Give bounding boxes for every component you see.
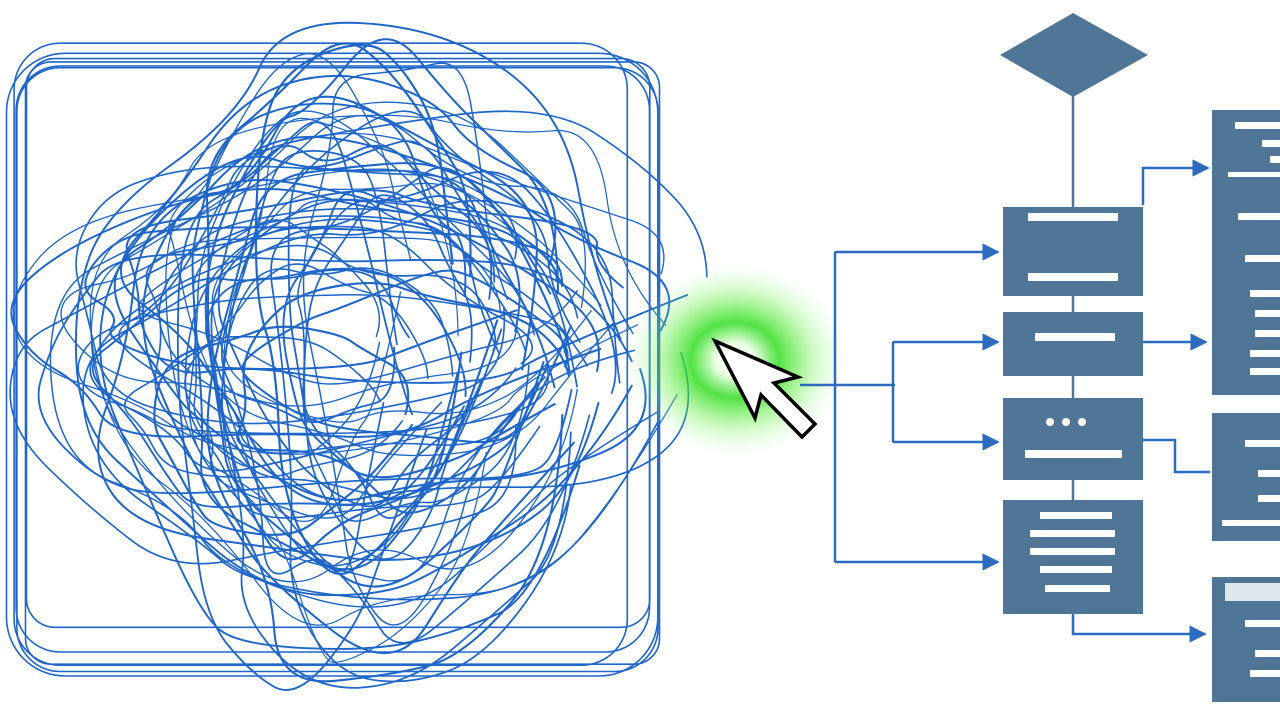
flowchart-box-3 <box>1003 398 1143 480</box>
scribble-stroke <box>84 226 564 371</box>
scribble-stroke <box>145 218 546 500</box>
flowchart-side-panel-3 <box>1212 577 1280 702</box>
flowchart-box-1 <box>1003 207 1143 296</box>
scribble-stroke <box>113 135 671 502</box>
scribble-stroke <box>49 115 659 608</box>
scribble-stroke <box>287 140 503 519</box>
tangled-scribble-lines <box>5 21 708 691</box>
scribble-stroke <box>204 38 559 588</box>
scribble-stroke <box>302 62 516 626</box>
scribble-stroke <box>206 162 571 683</box>
scribble-stroke <box>90 101 587 583</box>
scribble-stroke <box>303 194 474 560</box>
scribble-stroke <box>60 236 518 407</box>
scribble-stroke <box>75 165 518 425</box>
flowchart-box-2 <box>1003 312 1143 376</box>
scribble-stroke <box>184 263 443 519</box>
scribble-stroke <box>9 215 589 565</box>
scribble-stroke <box>118 110 708 501</box>
scribble-stroke <box>74 21 633 597</box>
scribble-stroke <box>99 155 581 650</box>
scribble-stroke <box>241 269 569 444</box>
scribble-stroke <box>165 53 412 523</box>
scribble-stroke <box>168 132 665 457</box>
flowchart-side-panel-2 <box>1212 413 1280 541</box>
flowchart-side-panel-1 <box>1212 110 1280 395</box>
scribble-stroke <box>123 335 403 479</box>
scribble-stroke <box>217 144 496 508</box>
scribble-stroke <box>138 198 578 385</box>
scribble-stroke <box>282 190 539 514</box>
mouse-pointer-arrow-icon <box>711 337 818 440</box>
decision-diamond <box>1000 13 1148 97</box>
scribble-stroke <box>220 110 591 644</box>
scribble-stroke <box>15 65 651 653</box>
scribble-stroke <box>12 168 639 455</box>
scribble-stroke <box>89 244 517 472</box>
scribble-stroke <box>10 187 602 438</box>
flowchart-spine <box>1071 95 1207 643</box>
scribble-stroke <box>82 199 659 601</box>
scribble-stroke <box>205 42 499 561</box>
flowchart-right-connectors <box>1141 159 1210 474</box>
flowchart-connectors <box>800 243 1000 571</box>
flowchart-box-4 <box>1003 500 1143 614</box>
